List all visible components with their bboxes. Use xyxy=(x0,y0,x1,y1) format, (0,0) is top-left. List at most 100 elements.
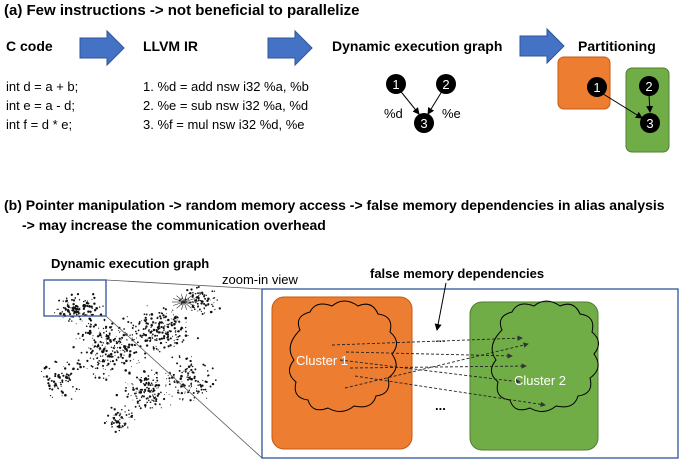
graph-point xyxy=(66,303,69,306)
graph-point xyxy=(124,345,127,348)
ir-line-3: 3. %f = mul nsw i32 %d, %e xyxy=(143,117,305,132)
graph-point xyxy=(124,369,127,372)
graph-point xyxy=(132,324,135,327)
graph-point xyxy=(94,375,96,377)
graph-point xyxy=(199,300,202,302)
graph-point xyxy=(119,343,121,345)
graph-point xyxy=(190,384,193,386)
graph-point xyxy=(194,292,197,295)
graph-point xyxy=(151,399,152,401)
graph-point xyxy=(133,351,136,355)
graph-point xyxy=(92,373,95,375)
graph-point xyxy=(134,339,135,341)
graph-point xyxy=(155,376,158,379)
graph-point xyxy=(51,388,54,391)
graph-point xyxy=(137,329,140,332)
graph-point xyxy=(200,388,203,391)
graph-point xyxy=(147,387,150,390)
graph-point xyxy=(125,414,128,416)
graph-point xyxy=(170,323,172,325)
graph-point xyxy=(184,316,188,320)
graph-point xyxy=(167,375,169,377)
graph-point xyxy=(188,385,190,387)
graph-point xyxy=(138,324,140,326)
graph-point xyxy=(112,355,114,358)
partition-node-2 xyxy=(639,76,659,96)
graph-point xyxy=(99,313,103,316)
graph-point xyxy=(197,305,199,308)
graph-point xyxy=(67,374,70,377)
graph-point xyxy=(161,331,164,334)
graph-point xyxy=(122,418,124,420)
graph-point xyxy=(124,389,127,392)
graph-point xyxy=(168,394,170,396)
graph-point xyxy=(182,339,185,341)
graph-point xyxy=(114,413,118,416)
graph-point xyxy=(102,377,105,379)
graph-point xyxy=(152,390,154,393)
graph-point xyxy=(96,357,99,359)
graph-point xyxy=(154,339,157,341)
graph-point xyxy=(98,334,102,337)
graph-point xyxy=(127,383,129,385)
graph-point xyxy=(147,397,149,399)
graph-point xyxy=(105,333,108,336)
graph-point xyxy=(63,366,65,368)
graph-point xyxy=(123,354,125,356)
graph-point xyxy=(180,391,184,395)
graph-point xyxy=(159,341,163,345)
graph-point xyxy=(164,325,166,327)
graph-point xyxy=(188,377,192,380)
graph-point xyxy=(109,326,112,329)
graph-point xyxy=(128,416,130,418)
graph-point xyxy=(98,360,100,362)
graph-point xyxy=(102,342,105,344)
graph-point xyxy=(176,338,179,341)
graph-point xyxy=(94,376,97,379)
graph-point xyxy=(128,343,131,346)
graph-point xyxy=(62,300,64,302)
graph-point xyxy=(179,392,181,394)
graph-point xyxy=(165,384,167,386)
graph-point xyxy=(154,334,157,337)
graph-point xyxy=(98,306,101,308)
graph-point xyxy=(73,307,76,310)
graph-point xyxy=(201,392,204,394)
graph-point xyxy=(108,375,110,377)
graph-point xyxy=(57,373,60,377)
graph-point xyxy=(160,321,163,324)
graph-point xyxy=(82,305,84,307)
graph-point xyxy=(121,339,122,341)
graph-point xyxy=(132,358,134,360)
graph-point xyxy=(165,386,167,387)
graph-point xyxy=(103,319,106,322)
graph-point xyxy=(127,320,130,324)
graph-point xyxy=(206,370,209,372)
graph-point xyxy=(114,355,116,357)
graph-point xyxy=(154,374,156,375)
graph-point xyxy=(136,400,140,403)
graph-point xyxy=(179,365,182,367)
graph-point xyxy=(175,329,177,332)
graph-point xyxy=(139,407,142,410)
graph-point xyxy=(164,394,166,396)
graph-point xyxy=(116,351,119,354)
graph-point xyxy=(149,339,152,341)
graph-point xyxy=(71,320,73,322)
graph-point xyxy=(191,309,193,311)
graph-point xyxy=(206,397,208,399)
graph-point xyxy=(146,322,150,325)
graph-point xyxy=(77,359,80,362)
graph-point xyxy=(57,308,59,311)
graph-point xyxy=(67,302,69,304)
graph-point xyxy=(102,360,104,362)
graph-point xyxy=(99,331,101,333)
graph-point xyxy=(51,396,53,398)
graph-point xyxy=(119,341,122,344)
graph-point xyxy=(155,398,158,401)
graph-point xyxy=(160,312,163,315)
graph-point xyxy=(108,343,110,345)
graph-point xyxy=(143,388,147,392)
graph-point xyxy=(171,356,174,359)
graph-point xyxy=(182,398,184,400)
